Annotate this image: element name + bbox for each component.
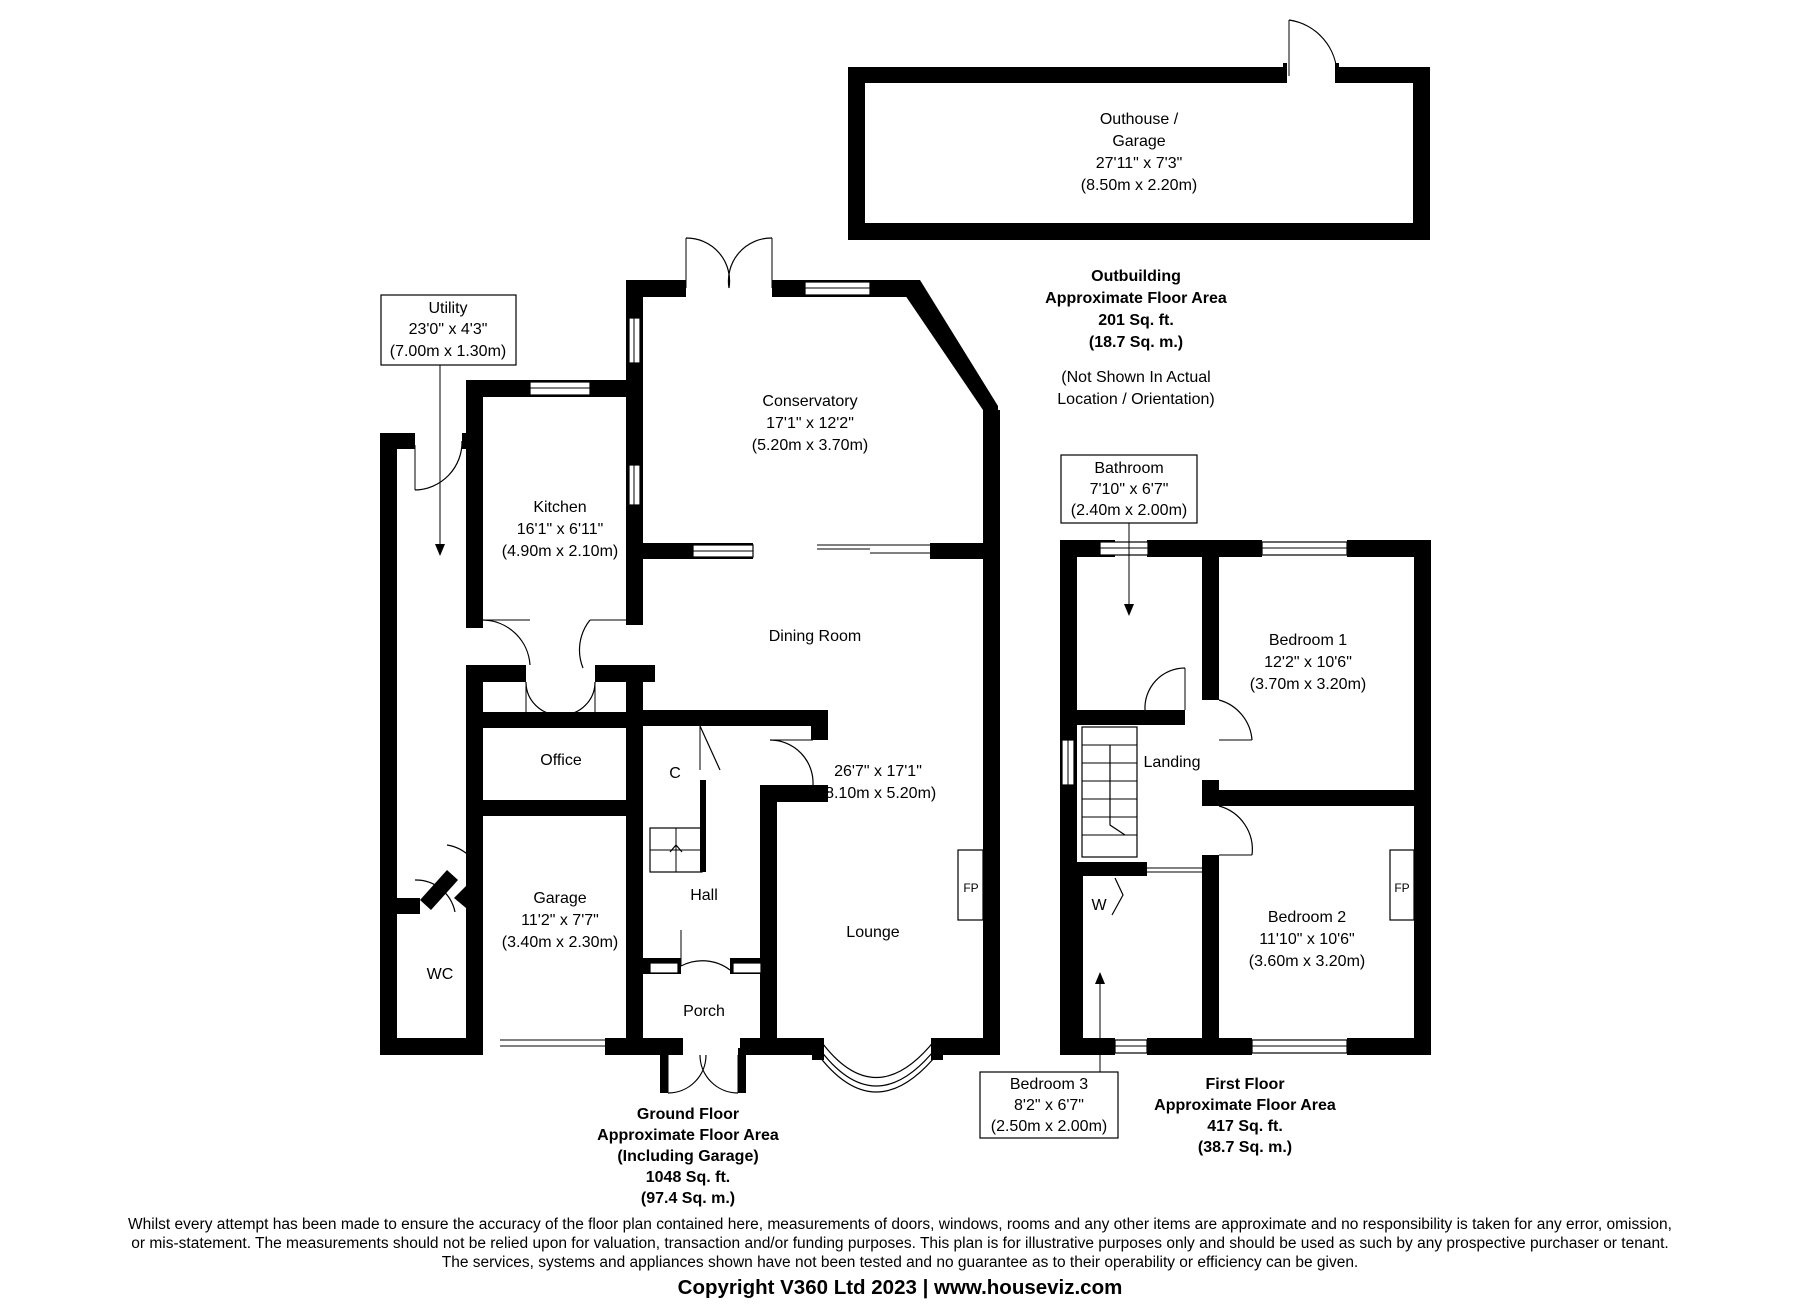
ground-floor-plan (380, 237, 1000, 1094)
svg-text:11'2" x 7'7": 11'2" x 7'7" (521, 912, 599, 929)
svg-text:(18.7 Sq. m.): (18.7 Sq. m.) (1089, 334, 1183, 351)
svg-text:17'1" x 12'2": 17'1" x 12'2" (766, 415, 854, 432)
svg-text:(38.7 Sq. m.): (38.7 Sq. m.) (1198, 1139, 1292, 1156)
first-floor-area-label: First Floor Approximate Floor Area 417 S… (1154, 1076, 1336, 1156)
svg-text:(7.00m x 1.30m): (7.00m x 1.30m) (390, 343, 506, 360)
svg-text:Kitchen: Kitchen (533, 499, 586, 516)
kitchen-label: Kitchen 16'1" x 6'11" (4.90m x 2.10m) (502, 499, 618, 560)
outhouse-garage-label: Outhouse / Garage 27'11" x 7'3" (8.50m x… (1081, 111, 1197, 194)
svg-text:Bedroom 3: Bedroom 3 (1010, 1076, 1088, 1093)
svg-text:Bedroom 2: Bedroom 2 (1268, 909, 1346, 926)
dining-room-label: Dining Room (769, 628, 861, 645)
svg-text:Garage: Garage (1112, 133, 1165, 150)
svg-text:(3.40m x 2.30m): (3.40m x 2.30m) (502, 934, 618, 951)
outbuilding-plan (848, 19, 1430, 240)
svg-text:(8.10m x 5.20m): (8.10m x 5.20m) (820, 785, 936, 802)
svg-text:Outhouse /: Outhouse / (1100, 111, 1179, 128)
svg-text:Approximate Floor Area: Approximate Floor Area (1045, 290, 1227, 307)
porch-label: Porch (683, 1003, 725, 1020)
utility-label: Utility 23'0" x 4'3" (7.00m x 1.30m) (380, 294, 517, 366)
ground-floor-area-label: Ground Floor Approximate Floor Area (Inc… (597, 1106, 779, 1207)
svg-text:27'11" x 7'3": 27'11" x 7'3" (1096, 155, 1183, 172)
svg-text:Outbuilding: Outbuilding (1091, 268, 1181, 285)
svg-text:(5.20m x 3.70m): (5.20m x 3.70m) (752, 437, 868, 454)
svg-text:Approximate Floor Area: Approximate Floor Area (1154, 1097, 1336, 1114)
ground-fireplace-label: FP (963, 881, 978, 895)
svg-text:8'2" x 6'7": 8'2" x 6'7" (1014, 1097, 1084, 1114)
floor-plan: Outhouse / Garage 27'11" x 7'3" (8.50m x… (380, 19, 1431, 1207)
svg-text:(8.50m x 2.20m): (8.50m x 2.20m) (1081, 177, 1197, 194)
svg-text:Location / Orientation): Location / Orientation) (1057, 391, 1214, 408)
svg-text:(2.50m x 2.00m): (2.50m x 2.00m) (991, 1118, 1107, 1135)
svg-text:(Not Shown In Actual: (Not Shown In Actual (1061, 369, 1210, 386)
landing-label: Landing (1144, 754, 1201, 771)
office-label: Office (540, 752, 582, 769)
svg-text:11'10" x 10'6": 11'10" x 10'6" (1259, 931, 1354, 948)
svg-text:7'10" x 6'7": 7'10" x 6'7" (1090, 481, 1169, 498)
copyright: Copyright V360 Ltd 2023 | www.houseviz.c… (677, 1276, 1123, 1299)
disclaimer: Whilst every attempt has been made to en… (20, 1215, 1780, 1272)
cupboard-label: C (669, 765, 681, 782)
svg-text:Garage: Garage (533, 890, 586, 907)
svg-text:First Floor: First Floor (1205, 1076, 1284, 1093)
wardrobe-label: W (1091, 897, 1107, 914)
first-fireplace-label: FP (1394, 881, 1409, 895)
svg-text:(2.40m x 2.00m): (2.40m x 2.00m) (1071, 502, 1187, 519)
lounge-dimensions-label: 26'7" x 17'1" (8.10m x 5.20m) (820, 763, 936, 802)
hall-label: Hall (690, 887, 718, 904)
svg-text:(97.4 Sq. m.): (97.4 Sq. m.) (641, 1190, 735, 1207)
garage-label: Garage 11'2" x 7'7" (3.40m x 2.30m) (502, 890, 618, 951)
bedroom-3-label: Bedroom 3 8'2" x 6'7" (2.50m x 2.00m) (979, 1071, 1119, 1139)
lounge-label: Lounge (846, 924, 899, 941)
svg-text:26'7" x 17'1": 26'7" x 17'1" (834, 763, 922, 780)
svg-text:12'2" x 10'6": 12'2" x 10'6" (1264, 654, 1352, 671)
disclaimer-line-2: or mis-statement. The measurements shoul… (131, 1235, 1669, 1252)
svg-text:Bathroom: Bathroom (1094, 460, 1163, 477)
conservatory-label: Conservatory 17'1" x 12'2" (5.20m x 3.70… (752, 393, 868, 454)
wc-label: WC (427, 966, 454, 983)
bedroom-2-label: Bedroom 2 11'10" x 10'6" (3.60m x 3.20m) (1249, 909, 1365, 970)
svg-text:Utility: Utility (428, 300, 467, 317)
svg-text:(3.70m x 3.20m): (3.70m x 3.20m) (1250, 676, 1366, 693)
disclaimer-line-3: The services, systems and appliances sho… (441, 1254, 1359, 1271)
svg-text:417 Sq. ft.: 417 Sq. ft. (1207, 1118, 1283, 1135)
disclaimer-line-1: Whilst every attempt has been made to en… (128, 1216, 1672, 1233)
svg-text:16'1" x 6'11": 16'1" x 6'11" (517, 521, 604, 538)
outbuilding-area-label: Outbuilding Approximate Floor Area 201 S… (1045, 268, 1227, 408)
svg-text:Conservatory: Conservatory (762, 393, 857, 410)
svg-text:(Including Garage): (Including Garage) (617, 1148, 758, 1165)
svg-text:(4.90m x 2.10m): (4.90m x 2.10m) (502, 543, 618, 560)
svg-text:Bedroom 1: Bedroom 1 (1269, 632, 1347, 649)
svg-text:Ground Floor: Ground Floor (637, 1106, 739, 1123)
svg-text:23'0" x 4'3": 23'0" x 4'3" (409, 321, 488, 338)
svg-text:Approximate Floor Area: Approximate Floor Area (597, 1127, 779, 1144)
bedroom-1-label: Bedroom 1 12'2" x 10'6" (3.70m x 3.20m) (1250, 632, 1366, 693)
bathroom-label: Bathroom 7'10" x 6'7" (2.40m x 2.00m) (1060, 454, 1198, 524)
svg-text:201 Sq. ft.: 201 Sq. ft. (1098, 312, 1174, 329)
svg-text:(3.60m x 3.20m): (3.60m x 3.20m) (1249, 953, 1365, 970)
svg-text:1048 Sq. ft.: 1048 Sq. ft. (646, 1169, 730, 1186)
first-floor-plan (1060, 513, 1431, 1080)
